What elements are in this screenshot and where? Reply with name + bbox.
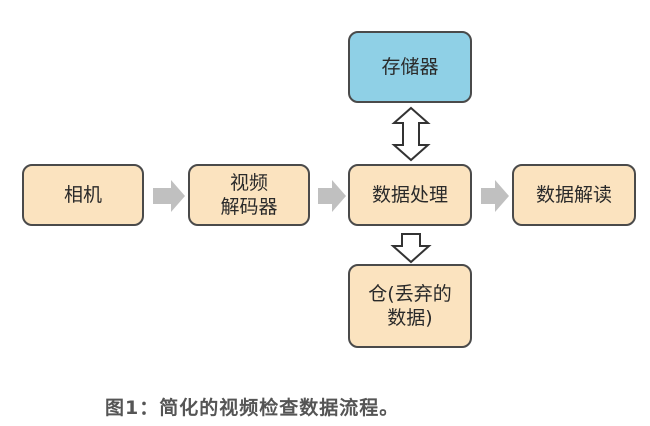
arrow-storage-processing-bidirectional — [391, 106, 431, 162]
arrow-camera-to-decoder — [153, 180, 185, 212]
node-data-interpretation: 数据解读 — [512, 164, 636, 226]
arrow-processing-to-interpretation — [481, 180, 509, 212]
node-discard-bin: 仓(丢弃的 数据) — [348, 264, 472, 348]
figure-caption: 图1：简化的视频检查数据流程。 — [105, 397, 400, 419]
arrow-decoder-to-processing — [318, 180, 346, 212]
node-data-processing: 数据处理 — [348, 164, 472, 226]
arrow-processing-to-discard — [390, 233, 432, 264]
node-video-decoder: 视频 解码器 — [188, 164, 310, 226]
node-storage: 存储器 — [348, 31, 472, 103]
node-camera: 相机 — [22, 164, 144, 226]
